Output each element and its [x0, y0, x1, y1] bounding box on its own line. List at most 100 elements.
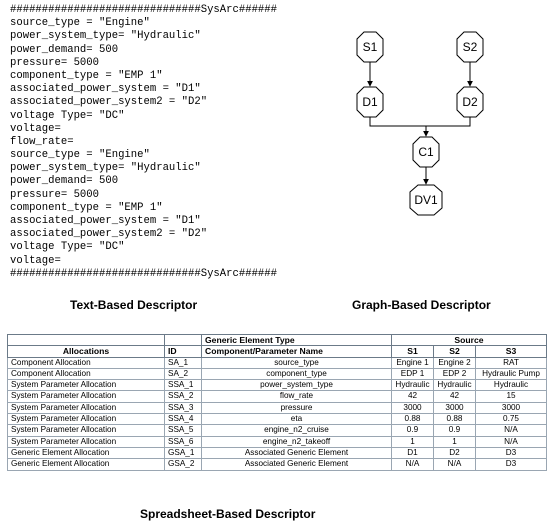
cell-s2: 0.88 [433, 413, 476, 426]
cell-s1: D1 [391, 446, 434, 460]
code-line: power_system_type= "Hydraulic" [10, 30, 201, 43]
spreadsheet-descriptor-caption: Spreadsheet-Based Descriptor [140, 507, 316, 521]
cell-id: GSA_1 [164, 446, 202, 460]
cell-name: power_system_type [201, 379, 392, 392]
header-source: Source [391, 333, 547, 347]
cell-s2: Hydraulic [433, 379, 476, 392]
cell-s3: Hydraulic [475, 379, 547, 392]
code-line: power_demand= 500 [10, 175, 119, 188]
code-line: voltage Type= "DC" [10, 109, 125, 122]
header-component-parameter-name: Component/Parameter Name [201, 345, 392, 358]
cell-name: eta [201, 413, 392, 426]
header-s2: S2 [433, 345, 476, 358]
node-label-d2: D2 [462, 95, 478, 109]
code-line: associated_power_system = "D1" [10, 215, 201, 227]
header-row: Generic Element Type Source [7, 333, 547, 347]
node-label-s2: S2 [463, 40, 478, 54]
cell-name: pressure [201, 401, 392, 415]
cell-allocation: System Parameter Allocation [7, 413, 165, 426]
cell-s3: RAT [475, 356, 547, 369]
cell-s1: N/A [391, 458, 434, 471]
cell-allocation: System Parameter Allocation [7, 435, 165, 448]
text-descriptor-caption: Text-Based Descriptor [70, 298, 198, 312]
cell-s2: D2 [433, 446, 476, 460]
edge-d2-c1 [426, 116, 471, 127]
header-cell [7, 333, 165, 347]
code-line: power_system_type= "Hydraulic" [10, 162, 201, 175]
code-line: voltage= [10, 122, 61, 135]
code-line: associated_power_system = "D1" [10, 83, 201, 96]
cell-s3: N/A [475, 435, 547, 448]
code-line: associated_power_system2 = "D2" [10, 96, 208, 109]
cell-id: SSA_6 [164, 435, 202, 448]
cell-allocation: Generic Element Allocation [7, 458, 165, 471]
code-line: ##############################SysArc####… [10, 4, 278, 16]
cell-s3: Hydraulic Pump [475, 367, 547, 381]
code-line: component_type = "EMP 1" [10, 201, 163, 214]
graph-descriptor-caption: Graph-Based Descriptor [352, 298, 491, 312]
node-c1 [412, 136, 440, 168]
cell-s3: 15 [475, 390, 547, 403]
header-row: Allocations ID Component/Parameter Name … [7, 345, 547, 358]
cell-id: SSA_1 [164, 379, 202, 392]
cell-s1: 0.88 [391, 413, 434, 426]
cell-id: GSA_2 [164, 458, 202, 471]
code-line: component_type = "EMP 1" [10, 69, 163, 82]
code-line: voltage= [10, 254, 61, 267]
node-label-dv1: DV1 [414, 193, 438, 207]
cell-id: SSA_5 [164, 424, 202, 437]
node-s1 [356, 31, 384, 63]
cell-id: SSA_3 [164, 401, 202, 415]
text-descriptor-code: ##############################SysArc####… [10, 4, 310, 281]
cell-name: flow_rate [201, 390, 392, 403]
cell-allocation: System Parameter Allocation [7, 401, 165, 415]
cell-s1: 3000 [391, 401, 434, 415]
cell-name: Associated Generic Element [201, 446, 392, 460]
header-s3: S3 [475, 345, 547, 358]
cell-s1: Hydraulic [391, 379, 434, 392]
spreadsheet-table: Generic Element Type Source Allocations … [7, 333, 547, 471]
node-s2 [456, 31, 484, 63]
cell-allocation: Generic Element Allocation [7, 446, 165, 460]
cell-s1: Engine 1 [391, 356, 434, 369]
cell-s2: Engine 2 [433, 356, 476, 369]
cell-s2: N/A [433, 458, 476, 471]
cell-allocation: Component Allocation [7, 356, 165, 369]
code-line: source_type = "Engine" [10, 17, 150, 30]
cell-s2: 3000 [433, 401, 476, 415]
code-line: ##############################SysArc####… [10, 267, 278, 280]
cell-id: SA_2 [164, 367, 202, 381]
header-id: ID [164, 345, 202, 358]
cell-allocation: System Parameter Allocation [7, 424, 165, 437]
code-line: power_demand= 500 [10, 43, 119, 56]
code-line: flow_rate= [10, 135, 74, 148]
header-s1: S1 [391, 345, 434, 358]
cell-name: engine_n2_cruise [201, 424, 392, 437]
graph-descriptor: S1 S2 D1 D2 C1 DV1 [356, 31, 484, 216]
cell-allocation: System Parameter Allocation [7, 390, 165, 403]
cell-name: source_type [201, 356, 392, 369]
cell-allocation: System Parameter Allocation [7, 379, 165, 392]
cell-s1: EDP 1 [391, 367, 434, 381]
cell-id: SSA_2 [164, 390, 202, 403]
code-line: associated_power_system2 = "D2" [10, 228, 208, 241]
code-line: pressure= 5000 [10, 56, 100, 69]
cell-s3: 0.75 [475, 413, 547, 426]
code-line: source_type = "Engine" [10, 149, 150, 162]
cell-name: Associated Generic Element [201, 458, 392, 471]
cell-allocation: Component Allocation [7, 367, 165, 381]
node-label-s1: S1 [363, 40, 378, 54]
cell-s2: 1 [433, 435, 476, 448]
cell-s1: 1 [391, 435, 434, 448]
cell-name: component_type [201, 367, 392, 381]
node-label-c1: C1 [418, 145, 434, 159]
cell-s3: D3 [475, 458, 547, 471]
node-dv1 [409, 184, 443, 216]
